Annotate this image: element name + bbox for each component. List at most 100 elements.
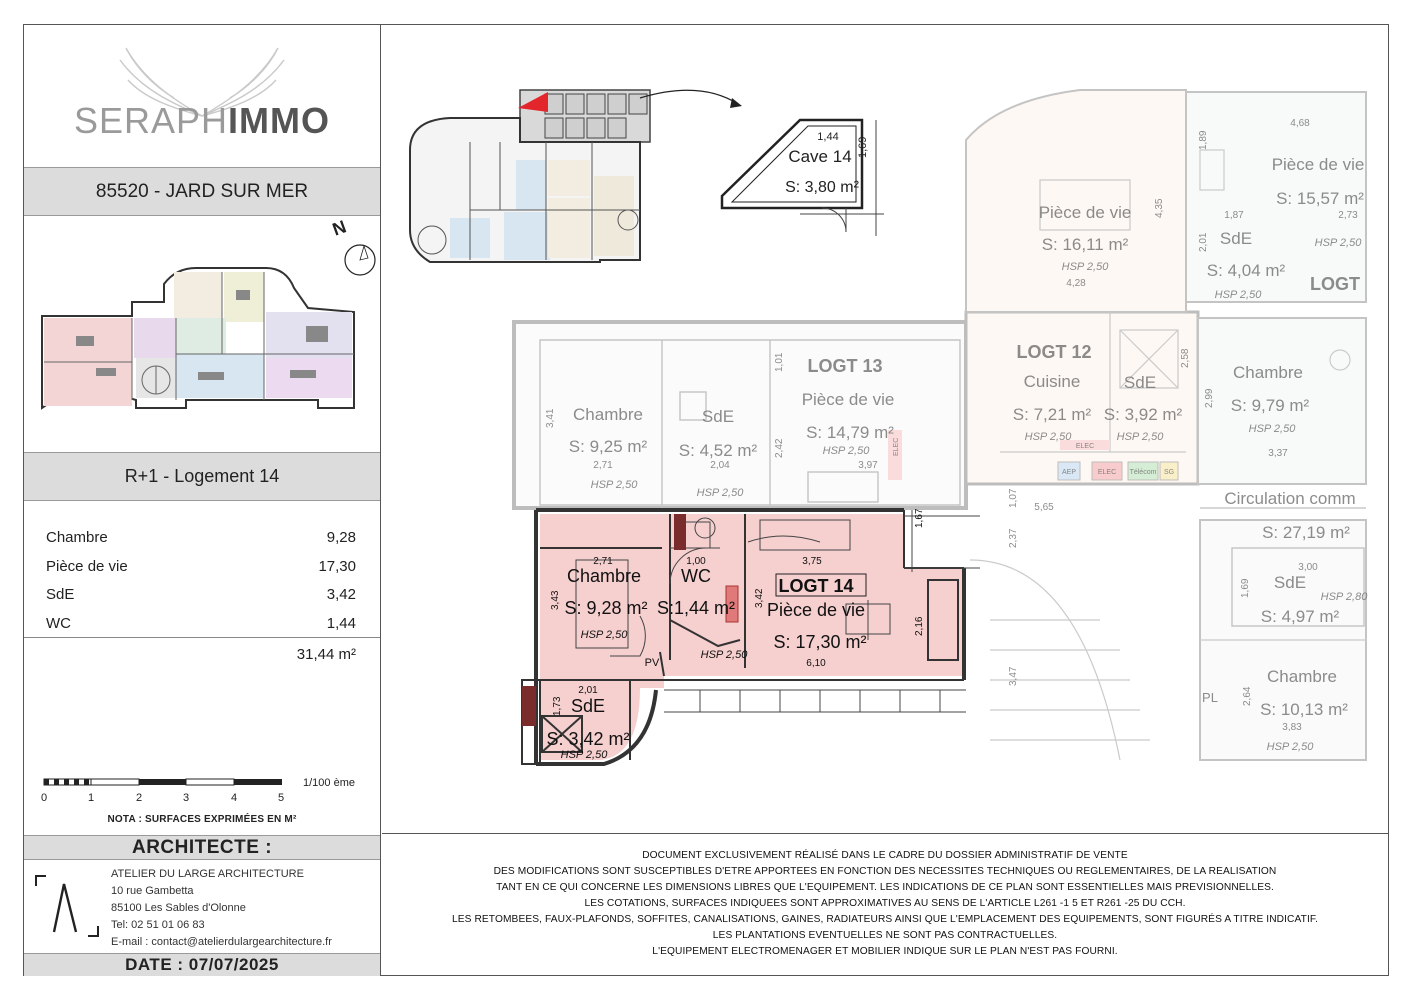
right-lower-chambre-name: Chambre	[1267, 667, 1337, 686]
elec-label: ELEC	[1076, 443, 1094, 450]
logt12-sde-name: SdE	[1124, 373, 1156, 392]
elec-label: ELEC	[893, 438, 900, 456]
logt14-chambre-area: S: 9,28 m²	[564, 598, 647, 618]
architect-street: 10 rue Gambetta	[111, 885, 194, 897]
notice-divider	[382, 833, 1389, 834]
architect-info: ATELIER DU LARGE ARCHITECTURE 10 rue Gam…	[111, 866, 332, 951]
circulation-area: S: 27,19 m²	[1262, 523, 1350, 542]
logt12-cuisine-area: S: 7,21 m²	[1013, 405, 1092, 424]
scale-tick: 0	[41, 792, 48, 804]
scale-tick: 4	[231, 792, 238, 804]
logt13-chambre-dim: 2,71	[593, 460, 613, 471]
left-panel	[23, 24, 381, 976]
right-upper-hsp: HSP 2,50	[1315, 237, 1363, 249]
logt14-vie-dim-b: 6,10	[806, 658, 826, 669]
rooms-divider	[24, 637, 380, 638]
logt12-vie-dim-b: 4,35	[1154, 198, 1165, 218]
room-row: Pièce de vie 17,30	[46, 553, 356, 582]
right-chambre-dim-b: 2,99	[1204, 388, 1215, 408]
brand-part2: IMMO	[228, 100, 331, 141]
room-area: 9,28	[326, 529, 356, 546]
circulation-dim: 5,65	[1034, 502, 1054, 513]
logt12-vie-hsp: HSP 2,50	[1062, 261, 1110, 273]
logt13-sde-hsp: HSP 2,50	[697, 487, 745, 499]
logt14-sde-dim-b: 1,73	[552, 696, 563, 716]
right-lower-pl: PL	[1202, 690, 1218, 705]
logt12-sde-dim: 2,58	[1180, 348, 1191, 368]
logt13-chambre-hsp: HSP 2,50	[591, 479, 639, 491]
architect-title: ARCHITECTE :	[24, 835, 380, 860]
logt14-sde-hsp: HSP 2,50	[561, 749, 609, 761]
logt14-label: LOGT 14	[778, 576, 853, 596]
right-chambre-area: S: 9,79 m²	[1231, 396, 1310, 415]
right-vie-dim-b: 2,73	[1338, 210, 1358, 221]
logt14-vie-dim-c: 3,42	[754, 588, 765, 608]
room-area: 17,30	[318, 557, 356, 575]
notice-line: LES COTATIONS, SURFACES INDIQUEES SONT A…	[584, 898, 1186, 909]
meter-sg: SG	[1164, 469, 1174, 476]
right-vie-area: S: 15,57 m²	[1276, 189, 1364, 208]
circulation-dim-d: 3,47	[1008, 666, 1019, 686]
unit-title: R+1 - Logement 14	[124, 466, 280, 486]
wings-logo-icon	[119, 47, 285, 117]
cave-plan	[720, 118, 884, 236]
circulation-dim-c: 2,37	[1008, 528, 1019, 548]
logt14-chambre-name: Chambre	[567, 566, 641, 586]
notice-line: L'EQUIPEMENT ELECTROMENAGER ET MOBILIER …	[652, 946, 1118, 957]
brand-part1: SERAPH	[73, 100, 229, 141]
logt12-vie-name: Pièce de vie	[1039, 203, 1132, 222]
logt13-vie-dim: 3,97	[858, 460, 878, 471]
right-sde-dim: 1,87	[1224, 210, 1244, 221]
right-chambre-dim: 3,37	[1268, 448, 1288, 459]
logt14-sde-area: S: 3,42 m²	[546, 729, 629, 749]
room-name: Chambre	[46, 529, 108, 546]
right-sde-name: SdE	[1220, 229, 1252, 248]
logt12-label: LOGT 12	[1016, 342, 1091, 362]
notice-line: LES PLANTATIONS EVENTUELLES NE SONT PAS …	[712, 930, 1058, 941]
right-lower-chambre-dim-b: 2,64	[1242, 686, 1253, 706]
scale-unit: 1/100 ème	[303, 777, 355, 789]
logt14-chambre-hsp: HSP 2,50	[581, 629, 629, 641]
logt14-vie-dim-a: 3,75	[802, 556, 822, 567]
right-lower-chambre-area: S: 10,13 m²	[1260, 700, 1348, 719]
logt13-vie-dim-b: 1,01	[774, 352, 785, 372]
right-lower-sde-area: S: 4,97 m²	[1261, 607, 1340, 626]
right-lower-sde-name: SdE	[1274, 573, 1306, 592]
meter-telecom: Télécom	[1130, 469, 1157, 476]
cave-dim-h: 1,69	[857, 137, 869, 158]
compass-icon	[344, 244, 376, 276]
scale-tick: 2	[136, 792, 143, 804]
logt14-vie-dim-d: 2,16	[914, 616, 925, 636]
logt14-vie-hsp: HSP 2,50	[701, 649, 749, 661]
room-name: Pièce de vie	[46, 557, 128, 575]
date-label: DATE : 07/07/2025	[24, 953, 380, 976]
nota-label: NOTA : SURFACES EXPRIMÉES EN M²	[107, 814, 297, 825]
logt12-vie-area: S: 16,11 m²	[1042, 235, 1129, 254]
meter-elec: ELEC	[1098, 469, 1116, 476]
logt14-wc-area: S:1,44 m²	[657, 598, 735, 618]
logt14-sde-dim-a: 2,01	[578, 685, 598, 696]
room-row: Chambre 9,28	[46, 524, 356, 553]
logt13-label: LOGT 13	[807, 356, 882, 376]
key-plan	[409, 89, 742, 263]
right-vie-name: Pièce de vie	[1272, 155, 1365, 174]
logt13-sde-dim-b: 2,42	[774, 438, 785, 458]
architect-email: E-mail : contact@atelierdulargearchitect…	[111, 936, 332, 948]
right-chambre-name: Chambre	[1233, 363, 1303, 382]
cave-area: S: 3,80 m²	[785, 179, 859, 196]
right-lower-sde-dim: 3,00	[1298, 562, 1318, 573]
right-lower-chambre-dim: 3,83	[1282, 722, 1302, 733]
logt13-chambre-dim-b: 3,41	[545, 408, 556, 428]
right-vie-dim: 4,68	[1290, 118, 1310, 129]
logt14-vie-name: Pièce de vie	[767, 600, 865, 620]
logt14-vie-area: S: 17,30 m²	[773, 632, 866, 652]
logt13-sde-name: SdE	[702, 407, 734, 426]
circulation-dim-b: 1,07	[1008, 488, 1019, 508]
cave-title: Cave 14	[788, 147, 851, 166]
logt14-chambre-dim-a: 2,71	[593, 556, 613, 567]
logt13-sde-area: S: 4,52 m²	[679, 441, 758, 460]
room-area: 3,42	[326, 586, 356, 603]
right-chambre-hsp: HSP 2,50	[1249, 423, 1297, 435]
logt13-sde-dim: 2,04	[710, 460, 730, 471]
scale-tick: 1	[88, 792, 95, 804]
